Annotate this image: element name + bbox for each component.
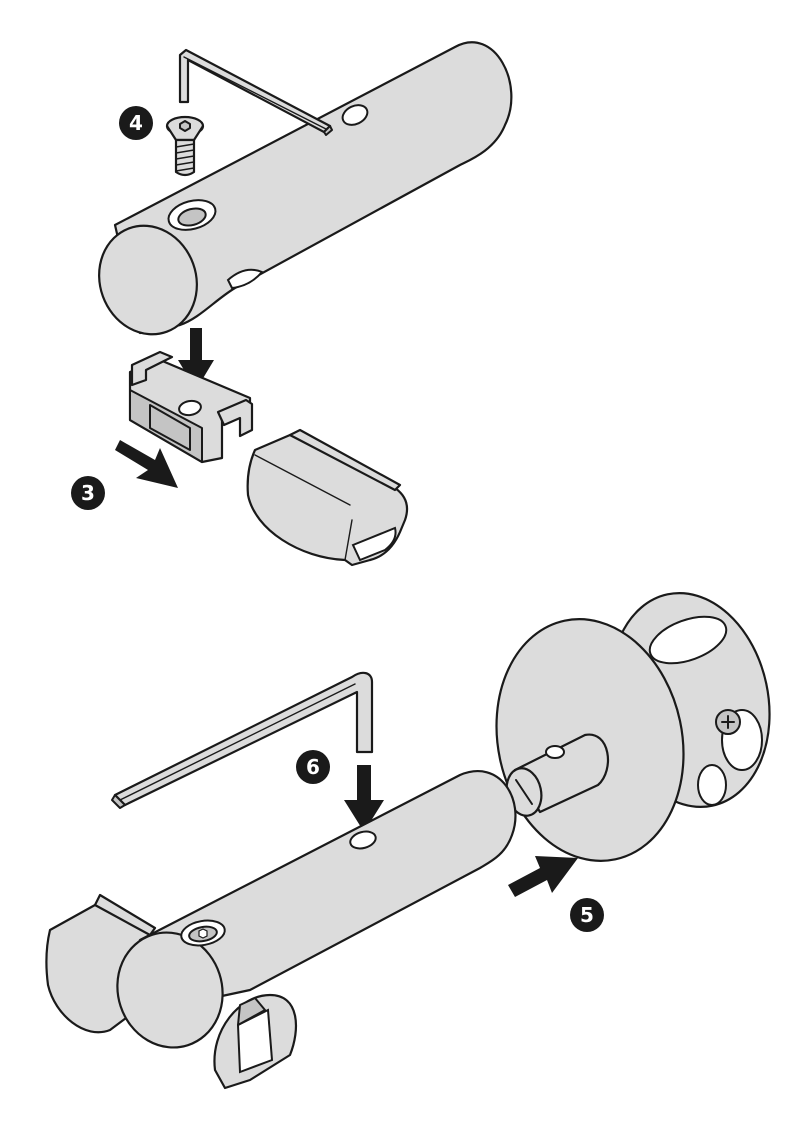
clip-part: [128, 350, 254, 464]
step-badge-4: 4: [119, 106, 153, 140]
step-badge-3: 3: [71, 476, 105, 510]
countersunk-screw-icon: [165, 115, 205, 177]
step-badge-5: 5: [570, 898, 604, 932]
step-6-label: 6: [306, 755, 320, 779]
step-badge-6-circle: [296, 750, 330, 784]
hex-key-icon-bottom: [111, 671, 374, 809]
step-4-label: 4: [129, 111, 143, 135]
step-5-label: 5: [580, 903, 594, 927]
hex-key-icon: [178, 48, 333, 136]
step-badge-4-circle: [119, 106, 153, 140]
step-3-label: 3: [81, 481, 95, 505]
step-badge-5-circle: [570, 898, 604, 932]
wall-mount-part: [495, 592, 771, 862]
top-tube: [98, 41, 513, 336]
push-arrow-icon-down-bottom: [344, 765, 384, 832]
bottom-tube: [45, 770, 517, 1090]
push-arrow-icon-right: [508, 856, 578, 897]
push-arrow-icon-left: [115, 440, 178, 488]
step-badge-3-circle: [71, 476, 105, 510]
step-badge-6: 6: [296, 750, 330, 784]
sleeve-part: [246, 428, 409, 567]
